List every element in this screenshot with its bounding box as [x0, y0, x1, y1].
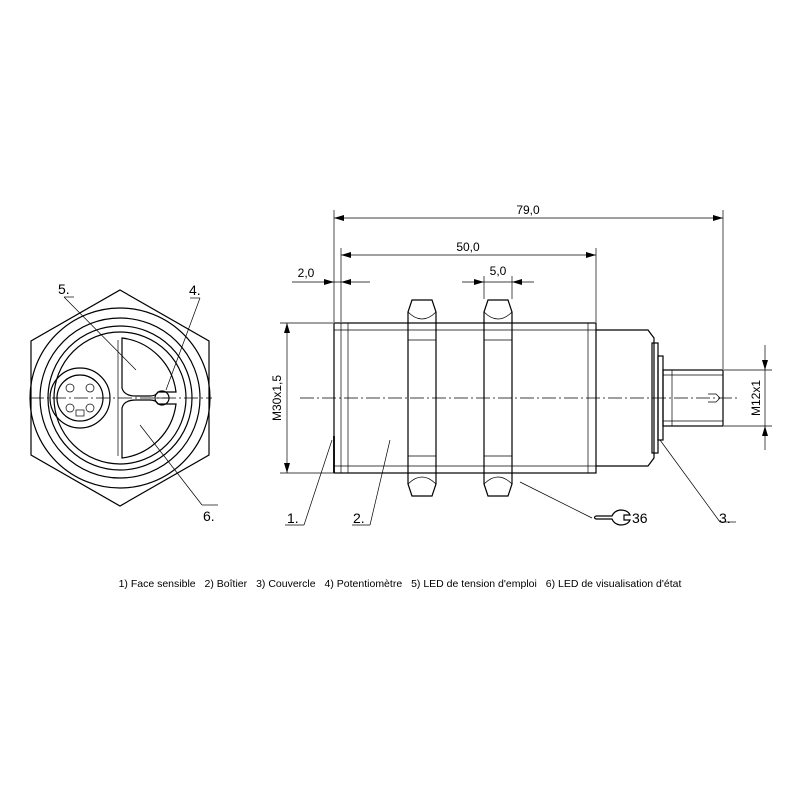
arrow [713, 215, 723, 221]
legend-item: 1) Face sensible [118, 578, 196, 590]
legend: 1) Face sensible 2) Boîtier 3) Couvercle… [0, 578, 800, 590]
leader-5 [63, 296, 137, 371]
arrow [474, 279, 484, 285]
dim-face-offset: 2,0 [298, 266, 315, 280]
callout-1: 1. [287, 510, 299, 526]
side-view [280, 210, 772, 526]
leader-4 [165, 297, 201, 391]
legend-item: 4) Potentiomètre [324, 578, 403, 590]
leader-wrench [519, 481, 593, 519]
callout-2: 2. [353, 510, 365, 526]
legend-item: 5) LED de tension d'emploi [411, 578, 537, 590]
leader-6 [139, 424, 203, 506]
callout-3: 3. [719, 510, 731, 526]
callout-6: 6. [203, 508, 215, 524]
power-led-window [121, 337, 177, 397]
nut-2-chamfer [483, 311, 513, 485]
nut-2 [483, 299, 513, 497]
arrow [284, 463, 290, 473]
callout-4: 4. [189, 282, 201, 298]
leader-1 [303, 439, 333, 526]
arrow [586, 252, 596, 258]
arrow [762, 426, 768, 436]
legend-item: 3) Couvercle [256, 578, 316, 590]
front-view [29, 289, 218, 507]
dim-wrench-size: 36 [632, 510, 648, 526]
connector-pin [85, 383, 95, 393]
arrow [762, 360, 768, 370]
nut-1-chamfer [407, 311, 437, 485]
dim-connector-thread: M12x1 [749, 380, 763, 416]
arrow [334, 215, 344, 221]
connector-pin [65, 403, 75, 413]
connector-pin [85, 403, 95, 413]
arrow [512, 279, 522, 285]
nut-1 [407, 299, 437, 497]
arrow [341, 252, 351, 258]
dim-thread-size: M30x1,5 [270, 375, 284, 421]
connector-key [75, 409, 85, 417]
wrench-icon [593, 509, 631, 526]
dim-nut-width: 5,0 [490, 264, 507, 278]
dim-thread-length: 50,0 [456, 240, 480, 254]
state-led-window [121, 399, 177, 459]
dim-overall-length: 79,0 [516, 203, 540, 217]
leader-3 [659, 439, 721, 523]
legend-item: 2) Boîtier [204, 578, 248, 590]
connector-pin [65, 383, 75, 393]
arrow [324, 279, 334, 285]
arrow [341, 279, 351, 285]
legend-item: 6) LED de visualisation d'état [545, 578, 682, 590]
arrow [284, 323, 290, 333]
callout-5: 5. [58, 281, 70, 297]
hex-nut-outline [30, 289, 210, 507]
leader-2 [369, 439, 391, 526]
